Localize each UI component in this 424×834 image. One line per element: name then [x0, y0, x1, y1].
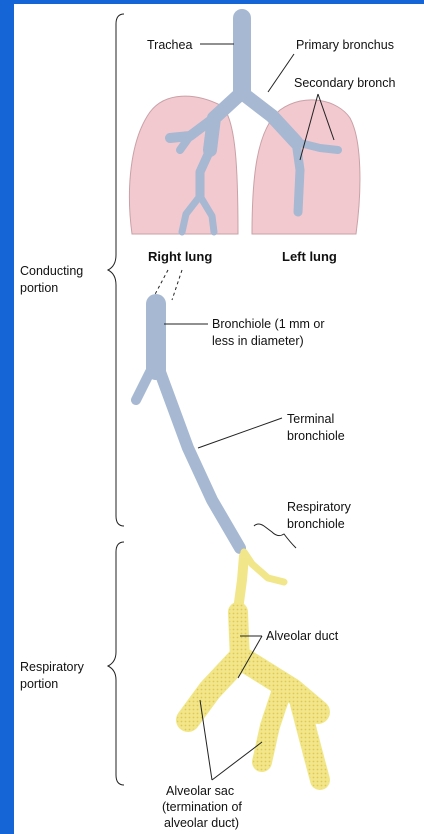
- alveolar-sac-label-line2: (termination of: [162, 800, 242, 815]
- primary-bronchus-label: Primary bronchus: [296, 38, 394, 53]
- respiratory-bronchiole-label-line2: bronchiole: [287, 517, 345, 532]
- respiratory-brace: [108, 542, 124, 785]
- terminal-bronchiole-label-line1: Terminal: [287, 412, 334, 427]
- conducting-portion-label-line1: Conducting: [20, 264, 83, 279]
- alveolar-duct-label: Alveolar duct: [266, 629, 338, 644]
- respiratory-portion-label-line1: Respiratory: [20, 660, 84, 675]
- conducting-portion-label-line2: portion: [20, 281, 58, 296]
- left-lung-label: Left lung: [282, 249, 337, 264]
- respiratory-portion-label-line2: portion: [20, 677, 58, 692]
- bronchiole-label-line2: less in diameter): [212, 334, 304, 349]
- trachea-label: Trachea: [147, 38, 192, 53]
- respiratory-bronchiole-label-line1: Respiratory: [287, 500, 351, 515]
- conducting-brace: [108, 14, 124, 526]
- alveolar-sac-label-line1: Alveolar sac: [166, 784, 234, 799]
- alveolar-sac-label-line3: alveolar duct): [164, 816, 239, 831]
- right-lung-label: Right lung: [148, 249, 212, 264]
- bronchiole-label-line1: Bronchiole (1 mm or: [212, 317, 325, 332]
- terminal-bronchiole-label-line2: bronchiole: [287, 429, 345, 444]
- secondary-bronchus-label: Secondary bronch: [294, 76, 395, 91]
